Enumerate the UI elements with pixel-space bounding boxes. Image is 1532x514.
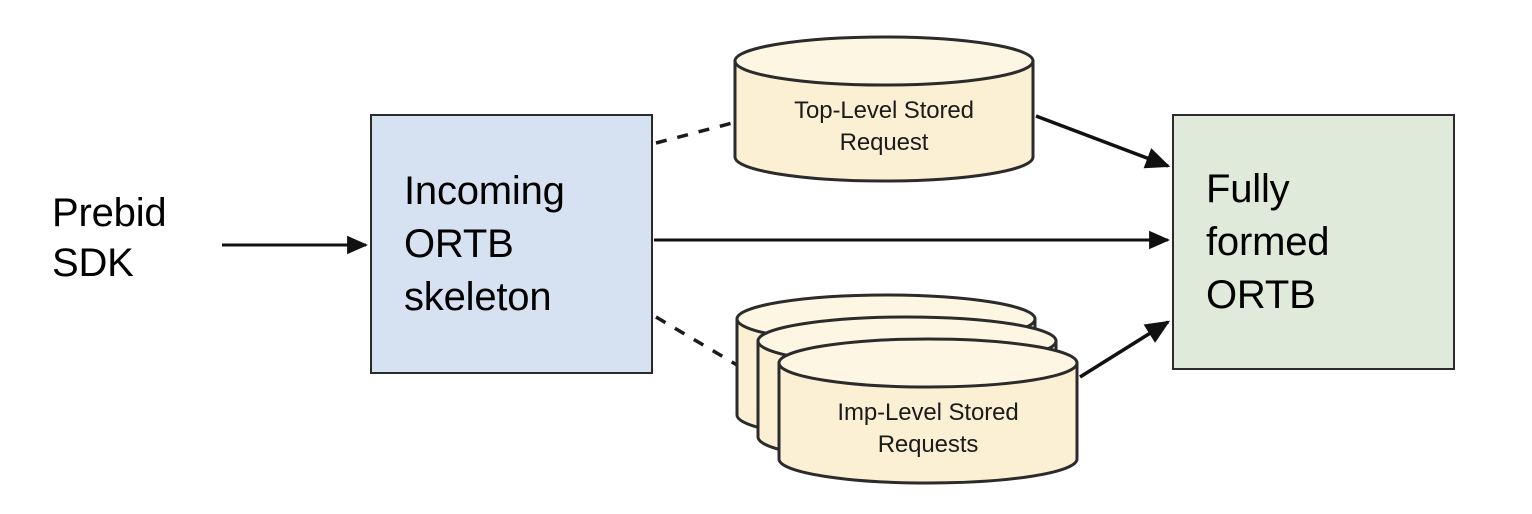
edge-top-stored-to-ortb — [1035, 114, 1171, 169]
edge-imp-stored-to-ortb — [1079, 320, 1171, 379]
node-top-level-stored-request[interactable]: Top-Level Stored Request — [733, 35, 1035, 183]
node-imp-level-stored-requests[interactable]: Imp-Level Stored Requests — [735, 293, 1085, 485]
node-incoming-ortb-skeleton[interactable]: Incoming ORTB skeleton — [370, 114, 653, 374]
node-prebid-sdk: Prebid SDK — [52, 191, 167, 285]
node-label-top-level-stored-request: Top-Level Stored Request — [794, 97, 974, 156]
edge-skeleton-to-top-stored — [655, 119, 741, 145]
node-label-imp-level-stored-requests: Imp-Level Stored Requests — [837, 399, 1019, 458]
node-fully-formed-ortb[interactable]: Fully formed ORTB — [1172, 114, 1455, 370]
cylinder-shape-front — [777, 337, 1079, 485]
edge-skeleton-to-imp-stored — [655, 315, 743, 370]
cylinder-shape — [733, 35, 1035, 183]
